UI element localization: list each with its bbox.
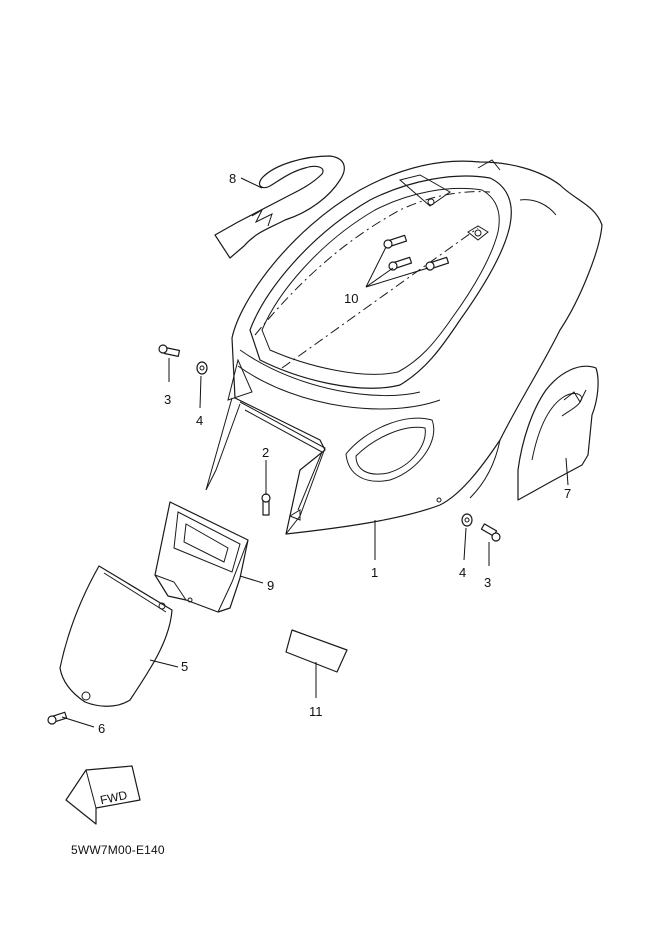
callout-5: 5	[181, 659, 188, 674]
bolt-washer-left	[158, 344, 208, 375]
cover-panel-part-5	[59, 565, 173, 707]
callout-7: 7	[564, 486, 571, 501]
screw-part-2	[261, 493, 271, 516]
decal-part-8	[214, 155, 345, 259]
callout-3-right: 3	[484, 575, 491, 590]
fwd-label: FWD	[99, 788, 129, 807]
callout-10: 10	[344, 291, 358, 306]
callout-4-right: 4	[459, 565, 466, 580]
callout-9: 9	[267, 578, 274, 593]
callout-11: 11	[309, 704, 323, 719]
fwd-arrow-icon: FWD	[65, 765, 141, 825]
screw-part-6	[47, 711, 68, 725]
callout-2: 2	[262, 445, 269, 460]
callout-6: 6	[98, 721, 105, 736]
callout-3-left: 3	[164, 392, 171, 407]
bracket-part-9	[154, 501, 249, 613]
decal-part-7	[517, 365, 599, 501]
label-part-11	[285, 629, 348, 673]
callout-1: 1	[371, 565, 378, 580]
callout-4-left: 4	[196, 413, 203, 428]
bolt-washer-right	[461, 513, 501, 542]
leader-lines	[61, 177, 569, 728]
drawing-code: 5WW7M00-E140	[71, 843, 165, 857]
callout-8: 8	[229, 171, 236, 186]
callout-numbers: 1 2 3 3 4 4 5 6 7 8 9 10 11	[98, 171, 571, 736]
